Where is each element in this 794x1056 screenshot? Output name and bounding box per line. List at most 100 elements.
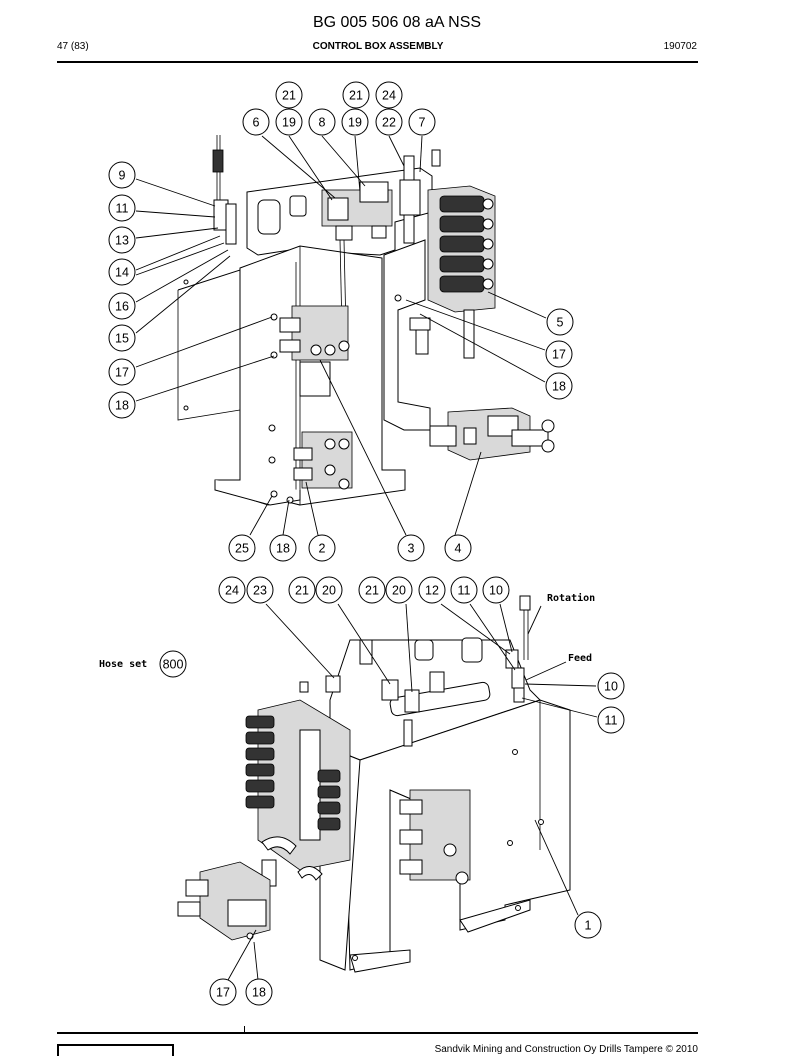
callout-number: 5 (557, 316, 564, 330)
callout-number: 10 (604, 680, 618, 694)
callout-number: 19 (348, 116, 362, 130)
callout-top-item-11: 11 (108, 194, 136, 222)
callout-number: 6 (253, 116, 260, 130)
callout-circle (242, 108, 270, 136)
callout-circle (108, 391, 136, 419)
leader-lines (135, 135, 598, 981)
callout-circle (308, 534, 336, 562)
callout-top-item-14: 14 (108, 258, 136, 286)
callout-circle (108, 194, 136, 222)
callout-top-item-21: 21 (275, 81, 303, 109)
header-rule (57, 61, 698, 63)
callout-number: 18 (115, 399, 129, 413)
upper-valve-assembly-right (429, 407, 555, 461)
company-logo (57, 1044, 174, 1056)
callout-circle (450, 576, 478, 604)
callout-circle (108, 292, 136, 320)
document-title: BG 005 506 08 aA NSS (312, 14, 482, 31)
callout-circle (444, 534, 472, 562)
footer-rule (57, 1032, 698, 1034)
callout-top-item-16: 16 (108, 292, 136, 320)
callout-circle (408, 108, 436, 136)
callout-circle (385, 576, 413, 604)
callout-bottom-item-11: 11 (597, 706, 625, 734)
callout-top-item-4: 4 (444, 534, 472, 562)
callout-number: 14 (115, 266, 129, 280)
lower-solenoid-stack (245, 699, 351, 871)
callout-circle (375, 108, 403, 136)
callout-number: 20 (322, 584, 336, 598)
callout-number: 22 (382, 116, 396, 130)
callout-bottom-item-20: 20 (385, 576, 413, 604)
callout-number: 25 (235, 542, 249, 556)
callout-circle (546, 308, 574, 336)
callout-bottom-item-18: 18 (245, 978, 273, 1006)
callout-number: 10 (489, 584, 503, 598)
callout-number: 21 (295, 584, 309, 598)
upper-assembly-view (177, 135, 555, 506)
callout-bottom-item-17: 17 (209, 978, 237, 1006)
callout-number: 18 (552, 380, 566, 394)
upper-solenoid-stack (427, 185, 496, 313)
callout-bottom-item-24: 24 (218, 576, 246, 604)
callout-top-item-7: 7 (408, 108, 436, 136)
callout-top-item-6: 6 (242, 108, 270, 136)
callout-top-item-3: 3 (397, 534, 425, 562)
callout-bottom-item-21: 21 (358, 576, 386, 604)
callout-circle (108, 161, 136, 189)
callout-number: 21 (282, 89, 296, 103)
callout-top-item-17: 17 (545, 340, 573, 368)
upper-valve-group-left (279, 305, 350, 397)
callout-number: 20 (392, 584, 406, 598)
callout-circle (245, 978, 273, 1006)
callout-circle (397, 534, 425, 562)
callout-bottom-item-12: 12 (418, 576, 446, 604)
callout-number: 13 (115, 234, 129, 248)
callout-top-item-8: 8 (308, 108, 336, 136)
callout-number: 1 (585, 919, 592, 933)
callout-number: 18 (252, 986, 266, 1000)
lower-inner-valve (399, 789, 471, 885)
callout-number: 17 (552, 348, 566, 362)
callout-top-item-5: 5 (546, 308, 574, 336)
callout-top-item-13: 13 (108, 226, 136, 254)
callout-top-item-22: 22 (375, 108, 403, 136)
callout-number: 23 (253, 584, 267, 598)
callout-top-item-19: 19 (341, 108, 369, 136)
callout-circle (288, 576, 316, 604)
callout-circle (209, 978, 237, 1006)
callout-circle (108, 226, 136, 254)
callout-number: 19 (282, 116, 296, 130)
callout-number: 11 (116, 202, 129, 216)
hose-set-callout: 800 (159, 650, 187, 678)
callout-circle (597, 672, 625, 700)
callout-bottom-item-11: 11 (450, 576, 478, 604)
callout-top-item-24: 24 (375, 81, 403, 109)
callout-bottom-item-10: 10 (597, 672, 625, 700)
callout-number: 24 (225, 584, 239, 598)
callout-circle (545, 340, 573, 368)
callout-top-item-18: 18 (108, 391, 136, 419)
callout-circle (375, 81, 403, 109)
callout-circle (108, 358, 136, 386)
callout-number: 17 (115, 366, 129, 380)
callout-top-item-21: 21 (342, 81, 370, 109)
footer-rule-tick (244, 1026, 245, 1034)
callout-number: 15 (115, 332, 129, 346)
callout-circle (545, 372, 573, 400)
callout-circle (108, 258, 136, 286)
callout-top-item-18: 18 (545, 372, 573, 400)
callout-number: 8 (319, 116, 326, 130)
callout-circle (246, 576, 274, 604)
callout-top-item-18: 18 (269, 534, 297, 562)
callout-bottom-item-10: 10 (482, 576, 510, 604)
callout-circle (418, 576, 446, 604)
callout-circle (358, 576, 386, 604)
callout-circle (574, 911, 602, 939)
callout-top-item-2: 2 (308, 534, 336, 562)
callout-number: 16 (115, 300, 129, 314)
callout-number: 24 (382, 89, 396, 103)
callout-circle (308, 108, 336, 136)
